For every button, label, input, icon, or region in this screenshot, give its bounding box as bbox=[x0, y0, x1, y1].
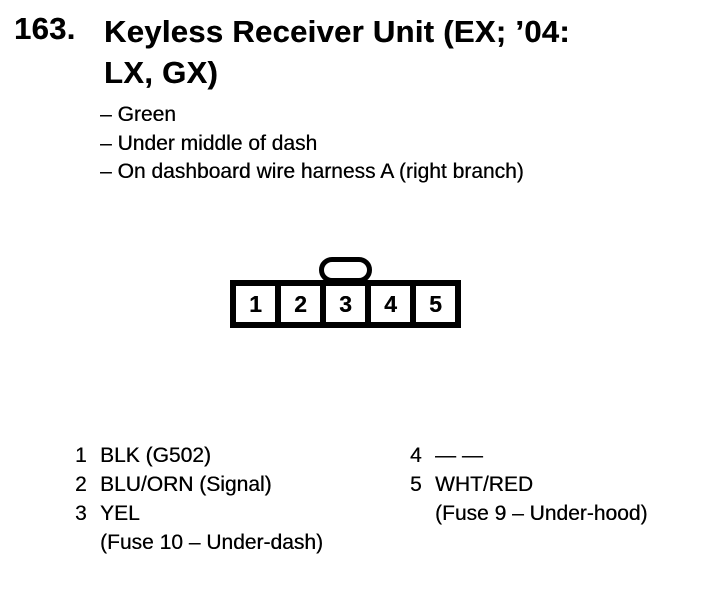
pin-wire-label: YEL bbox=[100, 502, 140, 525]
pin-number: 2 bbox=[75, 473, 87, 496]
pin-list-right: 4 — — 5 WHT/RED (Fuse 9 – Under-hood) bbox=[410, 441, 647, 528]
pin-label-group: WHT/RED (Fuse 9 – Under-hood) bbox=[435, 470, 647, 528]
pin-row: 2 BLU/ORN (Signal) bbox=[75, 470, 323, 499]
connector-pin-cell: 4 bbox=[371, 286, 410, 322]
note-item: – Under middle of dash bbox=[100, 131, 318, 155]
pin-list-left: 1 BLK (G502) 2 BLU/ORN (Signal) 3 YEL (F… bbox=[75, 441, 323, 557]
connector-pin-cell: 2 bbox=[281, 286, 320, 322]
pin-wire-label: WHT/RED bbox=[435, 473, 533, 496]
pin-wire-label: — — bbox=[435, 444, 483, 467]
pin-number: 1 bbox=[75, 444, 87, 467]
pin-wire-label: BLK (G502) bbox=[100, 444, 211, 467]
section-title-line2: LX, GX) bbox=[104, 55, 219, 90]
connector-diagram: 1 2 3 4 5 bbox=[230, 257, 461, 328]
note-item: – On dashboard wire harness A (right bra… bbox=[100, 160, 524, 183]
connector-notes: – Green – Under middle of dash – On dash… bbox=[100, 101, 524, 187]
pin-number: 5 bbox=[410, 473, 422, 496]
section-number: 163. bbox=[14, 11, 76, 46]
connector-pin-cell: 5 bbox=[416, 286, 455, 322]
pin-fuse-note: (Fuse 10 – Under-dash) bbox=[100, 531, 323, 554]
pin-fuse-note: (Fuse 9 – Under-hood) bbox=[435, 502, 648, 525]
section-title: Keyless Receiver Unit (EX; ’04: LX, GX) bbox=[104, 11, 570, 93]
pin-number: 4 bbox=[410, 444, 422, 467]
section-title-line1: Keyless Receiver Unit (EX; ’04: bbox=[104, 14, 570, 49]
connector-body: 1 2 3 4 5 bbox=[230, 280, 461, 328]
pin-label-group: YEL (Fuse 10 – Under-dash) bbox=[100, 499, 323, 557]
pin-row: 1 BLK (G502) bbox=[75, 441, 323, 470]
pin-row: 4 — — bbox=[410, 441, 647, 470]
connector-pin-cell: 3 bbox=[326, 286, 365, 322]
pin-row: 5 WHT/RED (Fuse 9 – Under-hood) bbox=[410, 470, 647, 528]
pin-row: 3 YEL (Fuse 10 – Under-dash) bbox=[75, 499, 323, 557]
pin-wire-label: BLU/ORN (Signal) bbox=[100, 473, 272, 496]
pin-number: 3 bbox=[75, 502, 87, 525]
note-item: – Green bbox=[100, 103, 176, 126]
connector-pin-cell: 1 bbox=[236, 286, 275, 322]
